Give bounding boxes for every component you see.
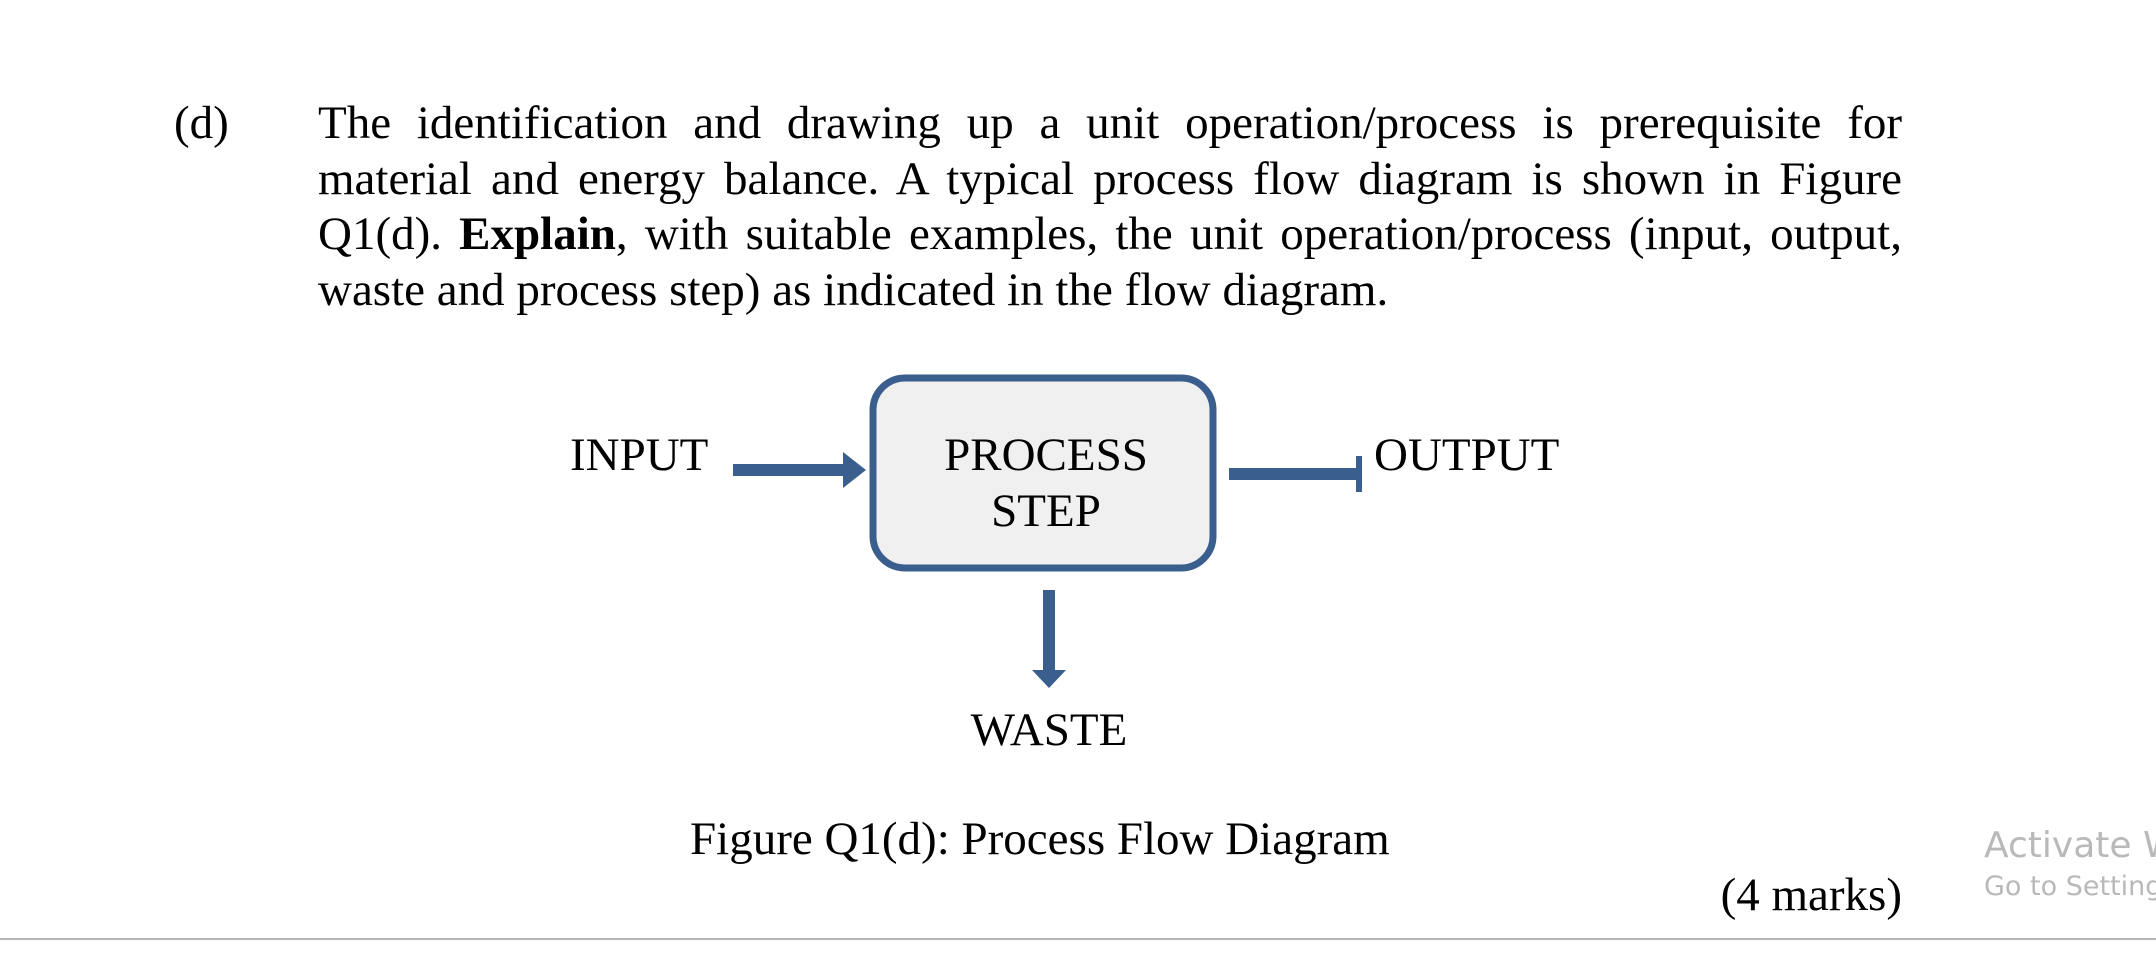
process-step-box <box>869 374 1217 572</box>
waste-label: WASTE <box>971 704 1128 756</box>
input-arrow <box>733 452 866 488</box>
waste-arrow <box>1032 590 1066 688</box>
question-keyword-explain: Explain <box>459 208 616 260</box>
question-text: The identification and drawing up a unit… <box>318 96 1902 318</box>
watermark-title: Activate W <box>1984 825 2156 866</box>
process-step-label-line1: PROCESS <box>944 429 1148 481</box>
output-arrow <box>1229 456 1362 492</box>
question-text-part1: The identification and drawing up a unit… <box>318 97 1902 260</box>
question-text-part2: , with suitable examples, the unit opera… <box>318 208 1902 316</box>
activate-windows-watermark: Activate W Go to Setting <box>1984 824 2156 906</box>
process-step-label-line2: STEP <box>991 485 1101 537</box>
watermark-subtitle: Go to Setting <box>1984 871 2156 902</box>
question-label: (d) <box>174 97 229 149</box>
marks-allocation: (4 marks) <box>1720 869 1902 921</box>
output-label: OUTPUT <box>1374 429 1559 481</box>
figure-caption: Figure Q1(d): Process Flow Diagram <box>690 813 1390 865</box>
input-label: INPUT <box>570 429 708 481</box>
page-bottom-divider <box>0 938 2156 940</box>
